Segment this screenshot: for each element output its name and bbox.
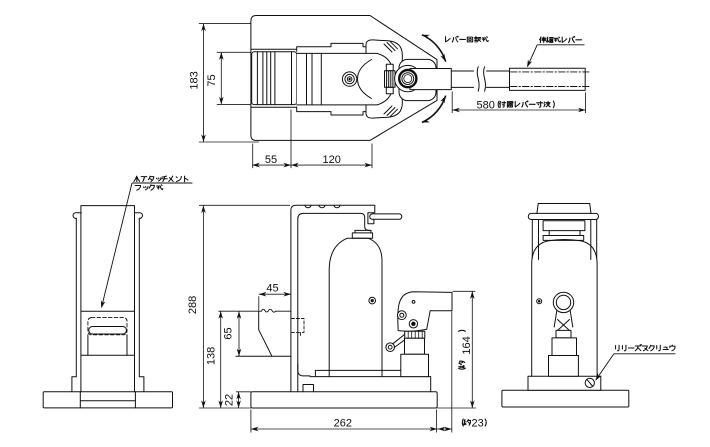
svg-text:183: 183 (189, 71, 201, 89)
svg-text:138: 138 (206, 347, 218, 365)
svg-text:288: 288 (187, 296, 199, 314)
svg-text:65: 65 (223, 327, 235, 339)
svg-text:45: 45 (266, 282, 278, 294)
svg-text:262: 262 (334, 417, 352, 429)
svg-text:22: 22 (224, 394, 236, 406)
svg-text:164: 164 (461, 336, 473, 354)
svg-text:23: 23 (472, 417, 484, 429)
svg-text:75: 75 (206, 74, 218, 86)
svg-text:120: 120 (323, 154, 341, 166)
svg-text:580: 580 (477, 100, 495, 112)
svg-text:55: 55 (265, 154, 277, 166)
